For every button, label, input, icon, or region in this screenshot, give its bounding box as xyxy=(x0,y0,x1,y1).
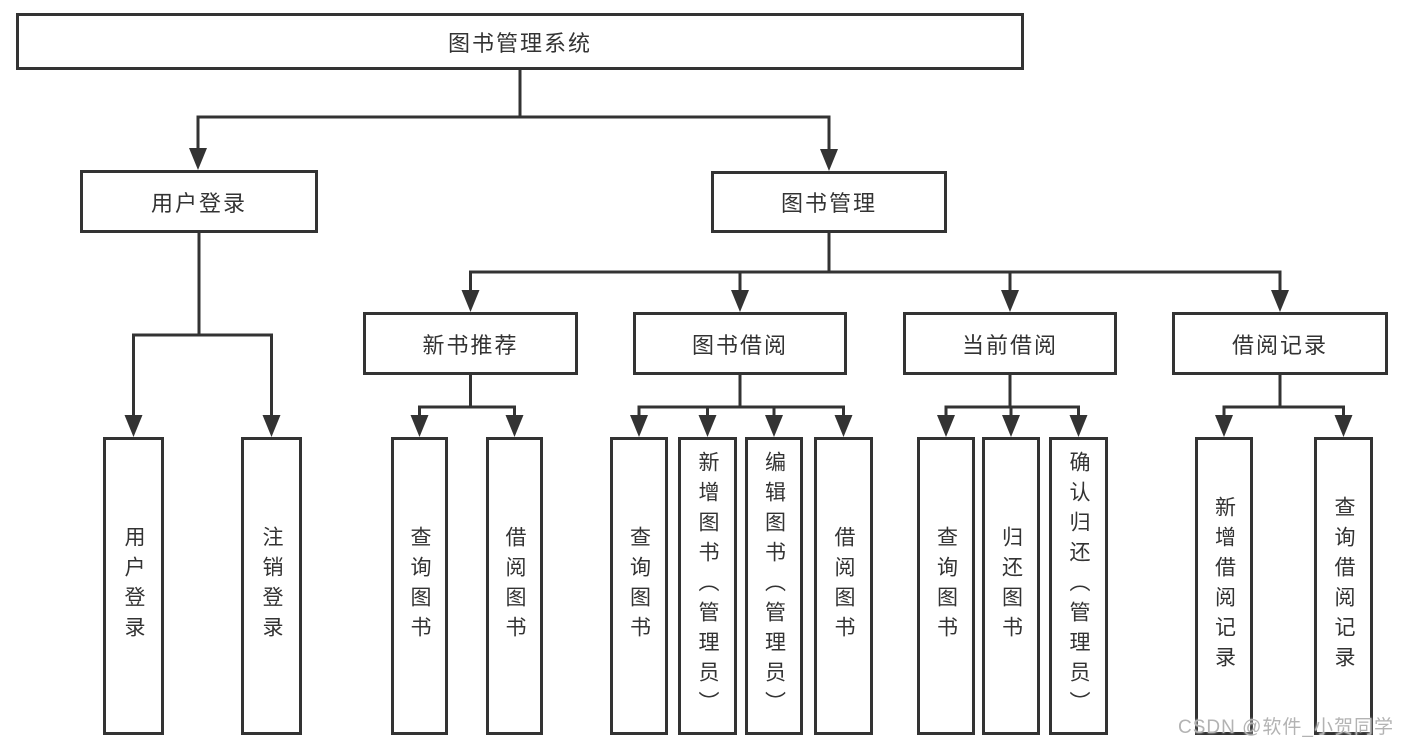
leaf-borrowing-query-books: 查询图书 xyxy=(610,437,668,735)
leaf-user-login: 用户登录 xyxy=(103,437,164,735)
leaf-records-add-borrow-record: 新增借阅记录 xyxy=(1195,437,1253,735)
leaf-current-confirm-return-admin: 确认归还（管理员） xyxy=(1049,437,1108,735)
leaf-records-query-borrow-record: 查询借阅记录 xyxy=(1314,437,1373,735)
node-current-borrowing: 当前借阅 xyxy=(903,312,1117,375)
leaf-current-return-books: 归还图书 xyxy=(982,437,1040,735)
node-new-book-recommendation: 新书推荐 xyxy=(363,312,578,375)
leaf-borrowing-borrow-books: 借阅图书 xyxy=(814,437,873,735)
leaf-borrowing-edit-books-admin: 编辑图书（管理员） xyxy=(745,437,803,735)
leaf-current-query-books: 查询图书 xyxy=(917,437,975,735)
leaf-logout: 注销登录 xyxy=(241,437,302,735)
node-borrowing-records: 借阅记录 xyxy=(1172,312,1388,375)
node-user-login: 用户登录 xyxy=(80,170,318,233)
leaf-newrec-query-books: 查询图书 xyxy=(391,437,448,735)
node-library-management-system: 图书管理系统 xyxy=(16,13,1024,70)
node-book-borrowing: 图书借阅 xyxy=(633,312,847,375)
watermark: CSDN @软件_小贺同学 xyxy=(1178,717,1394,738)
leaf-borrowing-add-books-admin: 新增图书（管理员） xyxy=(678,437,737,735)
leaf-newrec-borrow-books: 借阅图书 xyxy=(486,437,543,735)
node-book-management: 图书管理 xyxy=(711,171,947,233)
